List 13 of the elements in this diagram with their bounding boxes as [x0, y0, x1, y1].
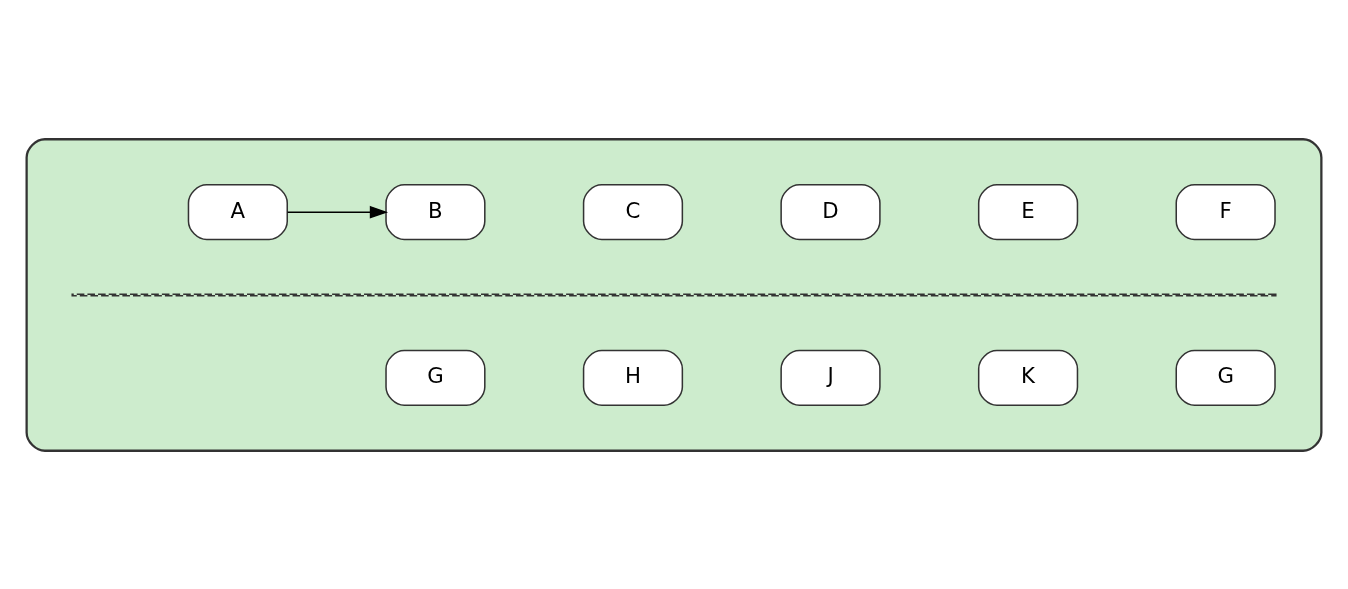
node-box: H: [582, 349, 684, 406]
node-box: G: [1175, 349, 1276, 406]
node-box: F: [1175, 183, 1276, 240]
node-box: A: [187, 183, 288, 240]
node-box: B: [385, 183, 486, 240]
node-box: E: [977, 183, 1079, 240]
cluster: [25, 137, 1323, 452]
node-box: D: [780, 183, 881, 240]
node-box: C: [582, 183, 684, 240]
arrow: [286, 205, 389, 219]
node-box: G: [385, 349, 486, 406]
node-box: K: [977, 349, 1079, 406]
node-box: J: [780, 349, 881, 406]
